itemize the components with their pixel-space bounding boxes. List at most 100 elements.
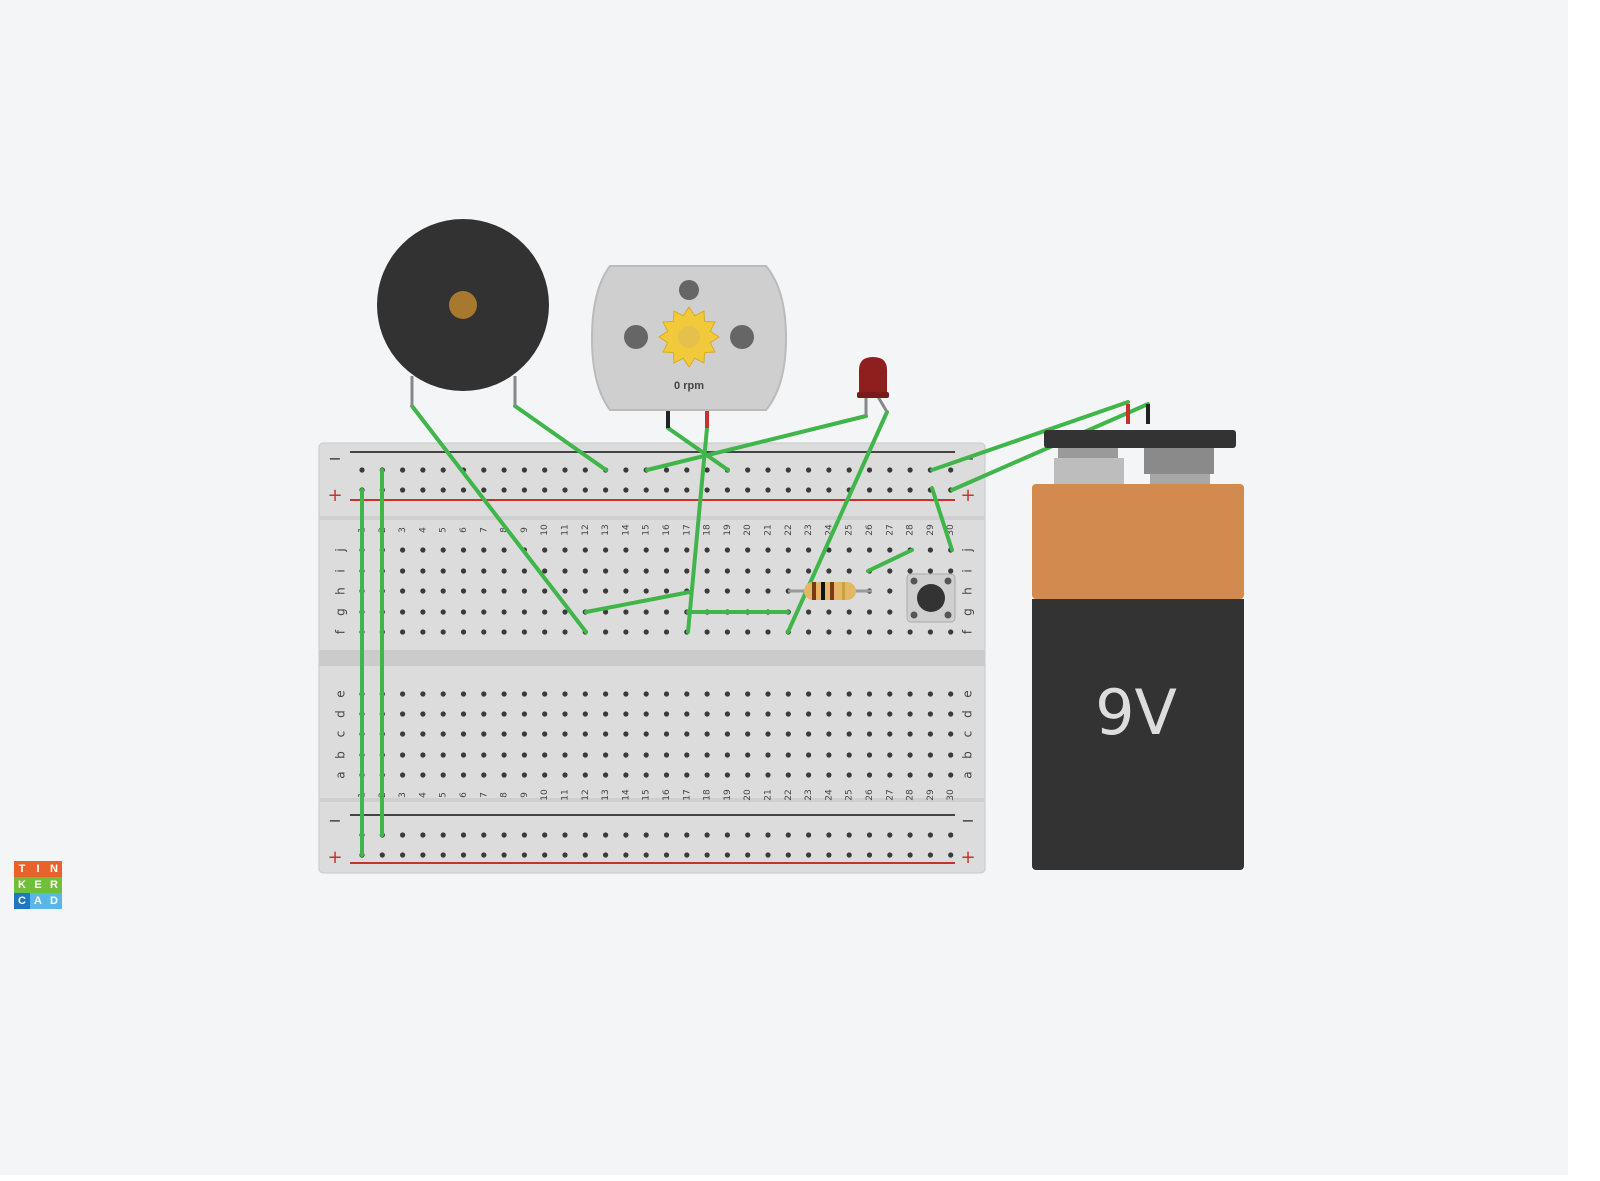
breadboard-hole[interactable] <box>785 691 791 697</box>
breadboard-hole[interactable] <box>663 588 670 594</box>
breadboard-hole[interactable] <box>542 547 548 553</box>
breadboard-hole[interactable] <box>684 752 690 758</box>
breadboard-hole[interactable] <box>927 547 934 553</box>
rail-hole[interactable] <box>806 487 812 493</box>
rail-hole[interactable] <box>745 832 751 838</box>
breadboard-hole[interactable] <box>501 752 507 758</box>
breadboard-hole[interactable] <box>663 752 670 758</box>
breadboard-hole[interactable] <box>806 711 812 717</box>
rail-hole[interactable] <box>460 852 467 858</box>
breadboard-hole[interactable] <box>806 691 812 697</box>
rail-hole[interactable] <box>562 852 568 858</box>
dc-motor[interactable]: 0 rpm <box>590 265 788 428</box>
breadboard-hole[interactable] <box>603 752 609 758</box>
breadboard-hole[interactable] <box>542 711 548 717</box>
breadboard-hole[interactable] <box>643 547 649 553</box>
breadboard-hole[interactable] <box>948 752 954 758</box>
breadboard-hole[interactable] <box>460 752 467 758</box>
breadboard-hole[interactable] <box>603 731 609 737</box>
rail-hole[interactable] <box>400 852 406 858</box>
breadboard-hole[interactable] <box>948 629 954 635</box>
breadboard-hole[interactable] <box>927 629 934 635</box>
breadboard-hole[interactable] <box>603 609 609 615</box>
rail-hole[interactable] <box>521 852 528 858</box>
rail-hole[interactable] <box>826 487 832 493</box>
breadboard-hole[interactable] <box>907 731 913 737</box>
breadboard-hole[interactable] <box>887 588 893 594</box>
led[interactable] <box>857 357 889 416</box>
breadboard-hole[interactable] <box>603 772 609 778</box>
rail-hole[interactable] <box>704 852 710 858</box>
breadboard-hole[interactable] <box>562 629 568 635</box>
rail-hole[interactable] <box>866 852 873 858</box>
breadboard-hole[interactable] <box>724 772 731 778</box>
breadboard-hole[interactable] <box>643 772 649 778</box>
wire[interactable] <box>786 410 889 634</box>
breadboard-hole[interactable] <box>684 691 690 697</box>
rail-hole[interactable] <box>420 852 426 858</box>
breadboard-hole[interactable] <box>542 568 548 574</box>
breadboard-hole[interactable] <box>501 629 507 635</box>
rail-hole[interactable] <box>907 487 913 493</box>
breadboard-hole[interactable] <box>806 752 812 758</box>
breadboard-hole[interactable] <box>542 731 548 737</box>
breadboard-hole[interactable] <box>704 711 710 717</box>
breadboard-hole[interactable] <box>887 772 893 778</box>
rail-hole[interactable] <box>623 487 629 493</box>
breadboard-hole[interactable] <box>785 752 791 758</box>
rail-hole[interactable] <box>887 832 893 838</box>
rail-hole[interactable] <box>400 487 406 493</box>
breadboard-hole[interactable] <box>643 711 649 717</box>
breadboard-hole[interactable] <box>684 711 690 717</box>
breadboard-hole[interactable] <box>562 731 568 737</box>
breadboard-hole[interactable] <box>481 691 487 697</box>
breadboard-hole[interactable] <box>887 547 893 553</box>
breadboard-hole[interactable] <box>623 772 629 778</box>
breadboard-hole[interactable] <box>542 629 548 635</box>
breadboard-hole[interactable] <box>846 547 852 553</box>
wire[interactable] <box>584 590 692 614</box>
breadboard-hole[interactable] <box>745 588 751 594</box>
breadboard-hole[interactable] <box>846 772 852 778</box>
breadboard-hole[interactable] <box>623 711 629 717</box>
breadboard-hole[interactable] <box>927 752 934 758</box>
breadboard-hole[interactable] <box>521 752 528 758</box>
breadboard-hole[interactable] <box>907 629 913 635</box>
rail-hole[interactable] <box>704 467 710 473</box>
breadboard-hole[interactable] <box>724 752 731 758</box>
breadboard-hole[interactable] <box>460 568 467 574</box>
breadboard-hole[interactable] <box>501 568 507 574</box>
rail-hole[interactable] <box>501 852 507 858</box>
breadboard-hole[interactable] <box>542 691 548 697</box>
breadboard-hole[interactable] <box>420 711 426 717</box>
rail-hole[interactable] <box>440 467 446 473</box>
breadboard-hole[interactable] <box>806 731 812 737</box>
breadboard-hole[interactable] <box>460 772 467 778</box>
breadboard-hole[interactable] <box>765 588 771 594</box>
breadboard-hole[interactable] <box>440 731 446 737</box>
breadboard-hole[interactable] <box>887 752 893 758</box>
breadboard-hole[interactable] <box>501 547 507 553</box>
rail-hole[interactable] <box>603 852 609 858</box>
breadboard-hole[interactable] <box>663 547 670 553</box>
rail-hole[interactable] <box>866 467 873 473</box>
breadboard-hole[interactable] <box>907 691 913 697</box>
breadboard-hole[interactable] <box>501 588 507 594</box>
breadboard-hole[interactable] <box>826 711 832 717</box>
breadboard-hole[interactable] <box>582 772 588 778</box>
breadboard-hole[interactable] <box>704 547 710 553</box>
rail-hole[interactable] <box>724 832 731 838</box>
breadboard-hole[interactable] <box>806 629 812 635</box>
rail-hole[interactable] <box>521 832 528 838</box>
breadboard-hole[interactable] <box>643 568 649 574</box>
breadboard-hole[interactable] <box>724 711 731 717</box>
rail-hole[interactable] <box>785 467 791 473</box>
breadboard-hole[interactable] <box>643 588 649 594</box>
rail-hole[interactable] <box>724 487 731 493</box>
breadboard-hole[interactable] <box>440 752 446 758</box>
breadboard-hole[interactable] <box>521 691 528 697</box>
breadboard-hole[interactable] <box>806 609 812 615</box>
breadboard-hole[interactable] <box>460 588 467 594</box>
breadboard-hole[interactable] <box>542 752 548 758</box>
